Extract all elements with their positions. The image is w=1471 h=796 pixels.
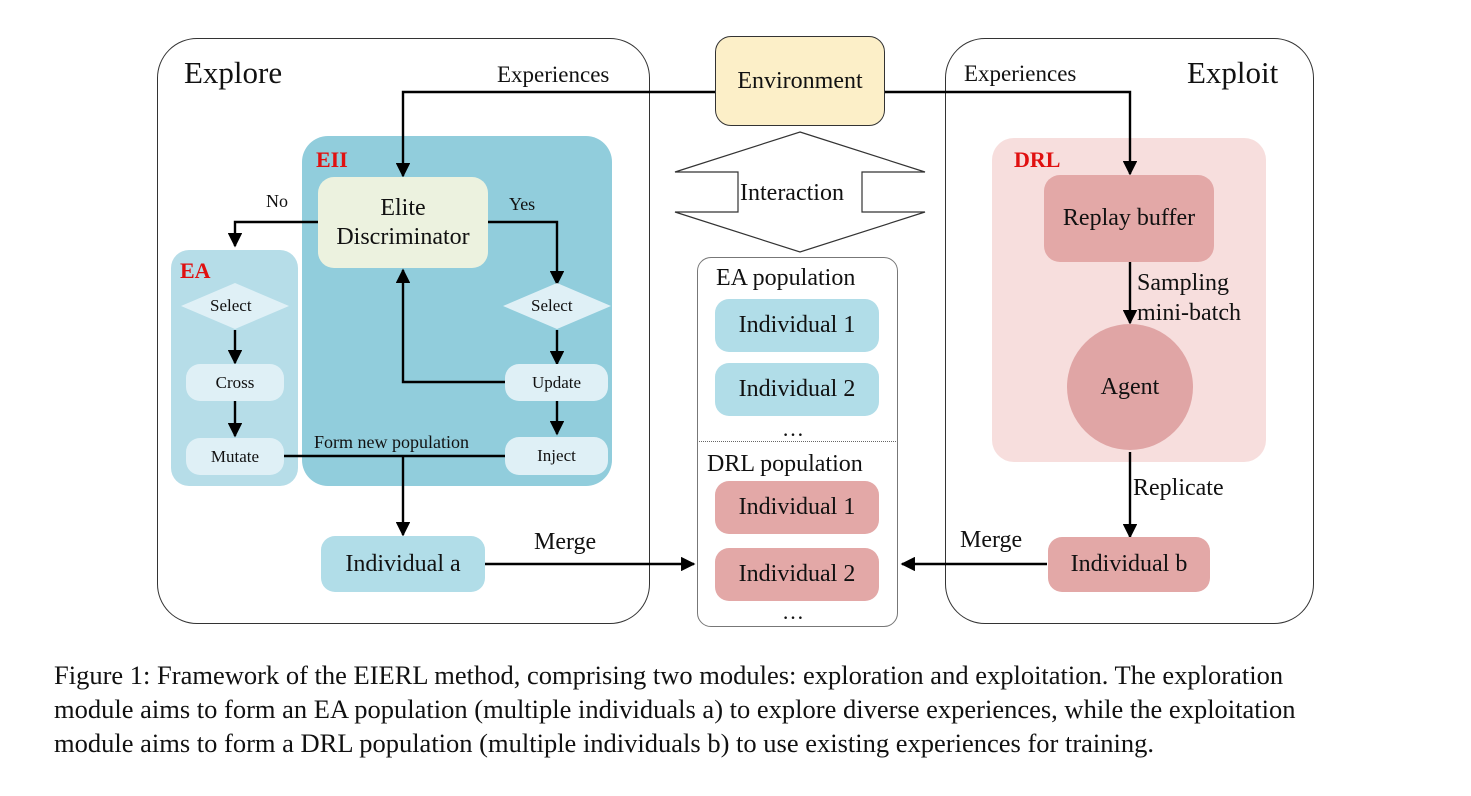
explore-experiences-label: Experiences	[497, 62, 610, 87]
interaction-label: Interaction	[740, 180, 844, 206]
cross-label: Cross	[215, 372, 255, 392]
agent-label: Agent	[1100, 373, 1160, 400]
agent-circle: Agent	[1067, 324, 1193, 450]
drl-individual-1: Individual 1	[715, 481, 879, 534]
mutate-box: Mutate	[186, 438, 284, 475]
drl-population-ellipsis: …	[782, 599, 804, 624]
caption-line-2: module aims to form an EA population (mu…	[54, 694, 1296, 724]
drl-tag: DRL	[1014, 147, 1061, 172]
cross-box: Cross	[186, 364, 284, 401]
population-divider	[699, 441, 896, 442]
individual-a-box: Individual a	[321, 536, 485, 592]
replay-buffer-box: Replay buffer	[1044, 175, 1214, 262]
ea-individual-2: Individual 2	[715, 363, 879, 416]
ea-select-label: Select	[210, 296, 252, 315]
sampling-mini-batch-label: Sampling mini-batch	[1137, 270, 1241, 326]
ea-tag: EA	[180, 258, 211, 283]
mutate-label: Mutate	[210, 446, 260, 466]
env-to-replay-arrow	[885, 90, 1138, 176]
env-to-discriminator-arrow	[395, 90, 715, 178]
eii-select-label: Select	[531, 296, 573, 315]
ea-select-diamond	[181, 283, 289, 329]
inject-box: Inject	[505, 437, 608, 475]
eii-tag: EII	[316, 147, 348, 172]
replay-buffer-label: Replay buffer	[1062, 205, 1196, 231]
replicate-label: Replicate	[1133, 475, 1224, 501]
no-branch-arrow	[227, 220, 318, 248]
eii-select-diamond	[503, 283, 611, 329]
individual-b-box: Individual b	[1048, 537, 1210, 592]
update-box: Update	[505, 364, 608, 401]
yes-label: Yes	[509, 194, 536, 214]
drl-population-title: DRL population	[707, 451, 863, 477]
inject-label: Inject	[537, 446, 576, 465]
interaction-double-arrow	[674, 131, 926, 253]
update-loop-arrow	[395, 268, 505, 384]
ea-population-title: EA population	[716, 265, 856, 291]
caption-line-1: Figure 1: Framework of the EIERL method,…	[54, 660, 1284, 690]
ea-individual-1: Individual 1	[715, 299, 879, 352]
update-label: Update	[531, 372, 582, 392]
elite-discriminator-box: Elite Discriminator	[318, 177, 488, 268]
exploit-title: Exploit	[1187, 55, 1279, 90]
environment-label: Environment	[737, 67, 863, 94]
drl-individual-1-label: Individual 1	[738, 494, 856, 520]
drl-individual-2-label: Individual 2	[738, 561, 856, 587]
environment-box: Environment	[715, 36, 885, 126]
ea-population-ellipsis: …	[782, 416, 804, 441]
ea-individual-1-label: Individual 1	[738, 312, 856, 338]
ea-individual-2-label: Individual 2	[738, 376, 856, 402]
individual-a-label: Individual a	[345, 550, 461, 577]
explore-title: Explore	[184, 55, 283, 90]
drl-individual-2: Individual 2	[715, 548, 879, 601]
exploit-experiences-label: Experiences	[964, 61, 1077, 86]
form-new-population-label: Form new population	[314, 432, 469, 452]
merge-b-label: Merge	[960, 527, 1023, 553]
no-label: No	[266, 191, 288, 211]
caption-line-3: module aims to form a DRL population (mu…	[54, 728, 1155, 758]
elite-discriminator-label: Elite Discriminator	[336, 194, 470, 250]
yes-branch-arrow	[487, 220, 565, 286]
merge-a-label: Merge	[534, 529, 597, 555]
figure-caption: Figure 1: Framework of the EIERL method,…	[54, 658, 1424, 760]
individual-b-label: Individual b	[1070, 551, 1188, 577]
